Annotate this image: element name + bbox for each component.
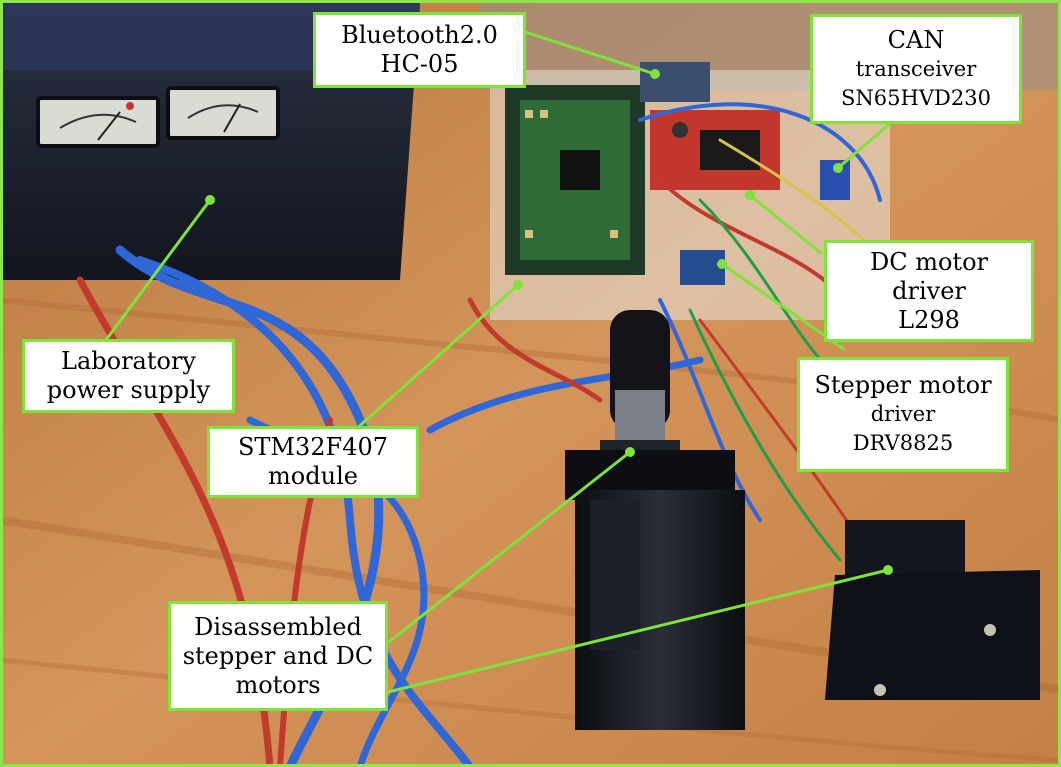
leader-power-supply-tip xyxy=(205,195,215,205)
label-power-supply: Laboratory power supply xyxy=(22,339,235,413)
label-bluetooth-line2: HC-05 xyxy=(380,50,459,78)
label-power-supply-line2: power supply xyxy=(46,376,211,404)
label-bluetooth-line1: Bluetooth2.0 xyxy=(341,21,498,49)
label-dc-driver-line1: DC motor xyxy=(869,247,988,276)
label-motors-line2: stepper and DC xyxy=(182,641,374,670)
stepper-motor-large xyxy=(565,450,745,730)
label-dc-driver-line3: L298 xyxy=(898,305,960,334)
leader-bluetooth xyxy=(524,30,656,76)
leader-motors-stepper xyxy=(387,568,889,694)
label-can-line3: SN65HVD230 xyxy=(841,85,991,110)
leader-motors-dc xyxy=(384,450,631,647)
label-power-supply-line1: Laboratory xyxy=(61,347,196,375)
leader-power-supply xyxy=(98,199,212,349)
stepper-driver-board xyxy=(680,250,725,285)
label-can: CAN transceiver SN65HVD230 xyxy=(810,14,1022,124)
label-stepper-driver-line3: DRV8825 xyxy=(852,431,954,455)
bluetooth-module xyxy=(640,62,710,102)
stm32-board xyxy=(505,85,645,275)
stepper-motor-small xyxy=(825,520,1040,700)
leader-motors-dc-tip xyxy=(625,447,635,457)
leader-dc-driver-tip xyxy=(745,190,755,200)
label-bluetooth: Bluetooth2.0 HC-05 xyxy=(313,12,526,88)
leader-motors-stepper-tip xyxy=(883,565,893,575)
leader-dc-driver xyxy=(749,193,823,256)
label-stepper-driver-line1: Stepper motor xyxy=(814,371,992,399)
leader-bluetooth-tip xyxy=(650,69,660,79)
label-stm32: STM32F407 module xyxy=(207,426,419,498)
label-motors-line3: motors xyxy=(235,670,321,699)
label-stm32-line1: STM32F407 xyxy=(237,433,389,461)
dc-motor-driver-board xyxy=(650,110,780,190)
leader-stepper-driver-tip xyxy=(717,259,727,269)
label-stepper-driver: Stepper motor driver DRV8825 xyxy=(797,357,1009,472)
leader-stm32-tip xyxy=(513,280,523,290)
label-dc-driver-line2: driver xyxy=(892,276,966,305)
label-motors-line1: Disassembled xyxy=(194,612,362,641)
label-can-line2: transceiver xyxy=(855,56,977,81)
leader-can-tip xyxy=(833,163,843,173)
label-can-line1: CAN xyxy=(887,25,945,54)
label-motors: Disassembled stepper and DC motors xyxy=(168,601,388,711)
label-stm32-line2: module xyxy=(268,462,358,490)
label-stepper-driver-line2: driver xyxy=(870,402,936,426)
leader-stm32 xyxy=(354,283,519,432)
label-dc-driver: DC motor driver L298 xyxy=(824,240,1034,342)
